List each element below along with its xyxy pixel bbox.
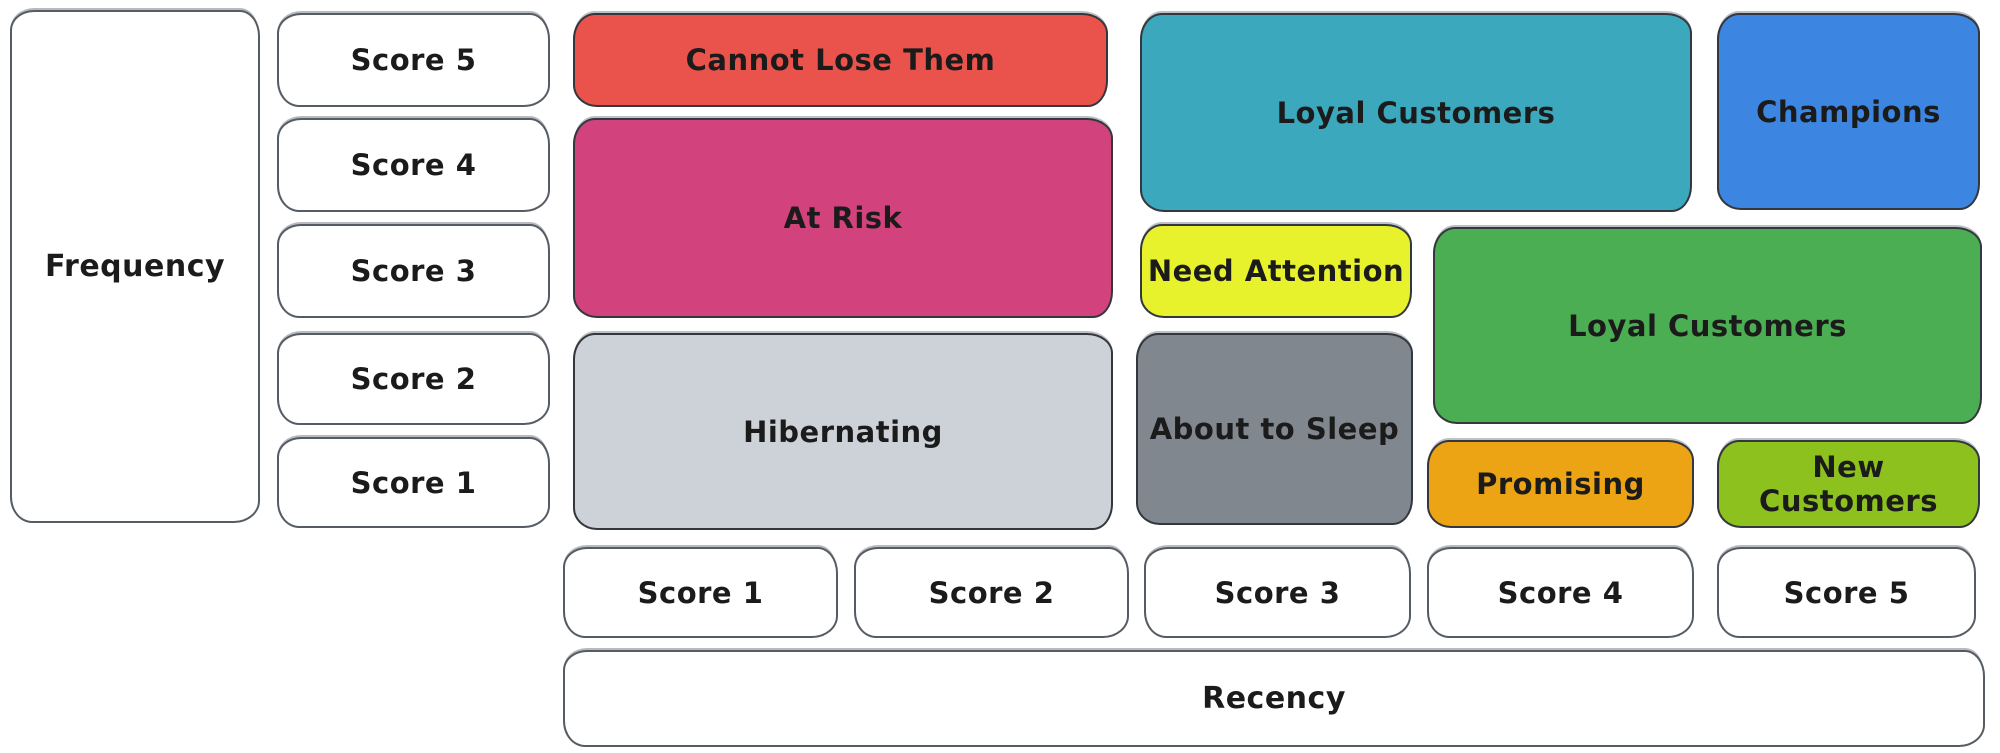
- segment-at-risk: At Risk: [573, 118, 1113, 318]
- frequency-score-4: Score 4: [277, 118, 550, 212]
- segment-hibernating: Hibernating: [573, 333, 1113, 530]
- segment-about-to-sleep: About to Sleep: [1136, 333, 1413, 525]
- recency-score-1: Score 1: [563, 547, 838, 638]
- recency-score-4: Score 4: [1427, 547, 1694, 638]
- recency-axis-label: Recency: [563, 650, 1985, 747]
- recency-axis-text: Recency: [1202, 681, 1346, 716]
- segment-promising: Promising: [1427, 440, 1694, 528]
- segment-loyal-customers-green: Loyal Customers: [1433, 227, 1982, 424]
- frequency-score-3: Score 3: [277, 224, 550, 318]
- frequency-score-1: Score 1: [277, 437, 550, 528]
- frequency-score-5: Score 5: [277, 13, 550, 107]
- frequency-axis-label: Frequency: [10, 10, 260, 523]
- recency-score-5: Score 5: [1717, 547, 1976, 638]
- frequency-axis-text: Frequency: [44, 249, 226, 284]
- segment-champions: Champions: [1717, 13, 1980, 210]
- recency-score-2: Score 2: [854, 547, 1129, 638]
- frequency-score-2: Score 2: [277, 333, 550, 425]
- recency-score-3: Score 3: [1144, 547, 1411, 638]
- segment-need-attention: Need Attention: [1140, 224, 1412, 318]
- segment-loyal-customers-teal: Loyal Customers: [1140, 13, 1692, 212]
- segment-new-customers: New Customers: [1717, 440, 1980, 528]
- segment-cannot-lose-them: Cannot Lose Them: [573, 13, 1108, 107]
